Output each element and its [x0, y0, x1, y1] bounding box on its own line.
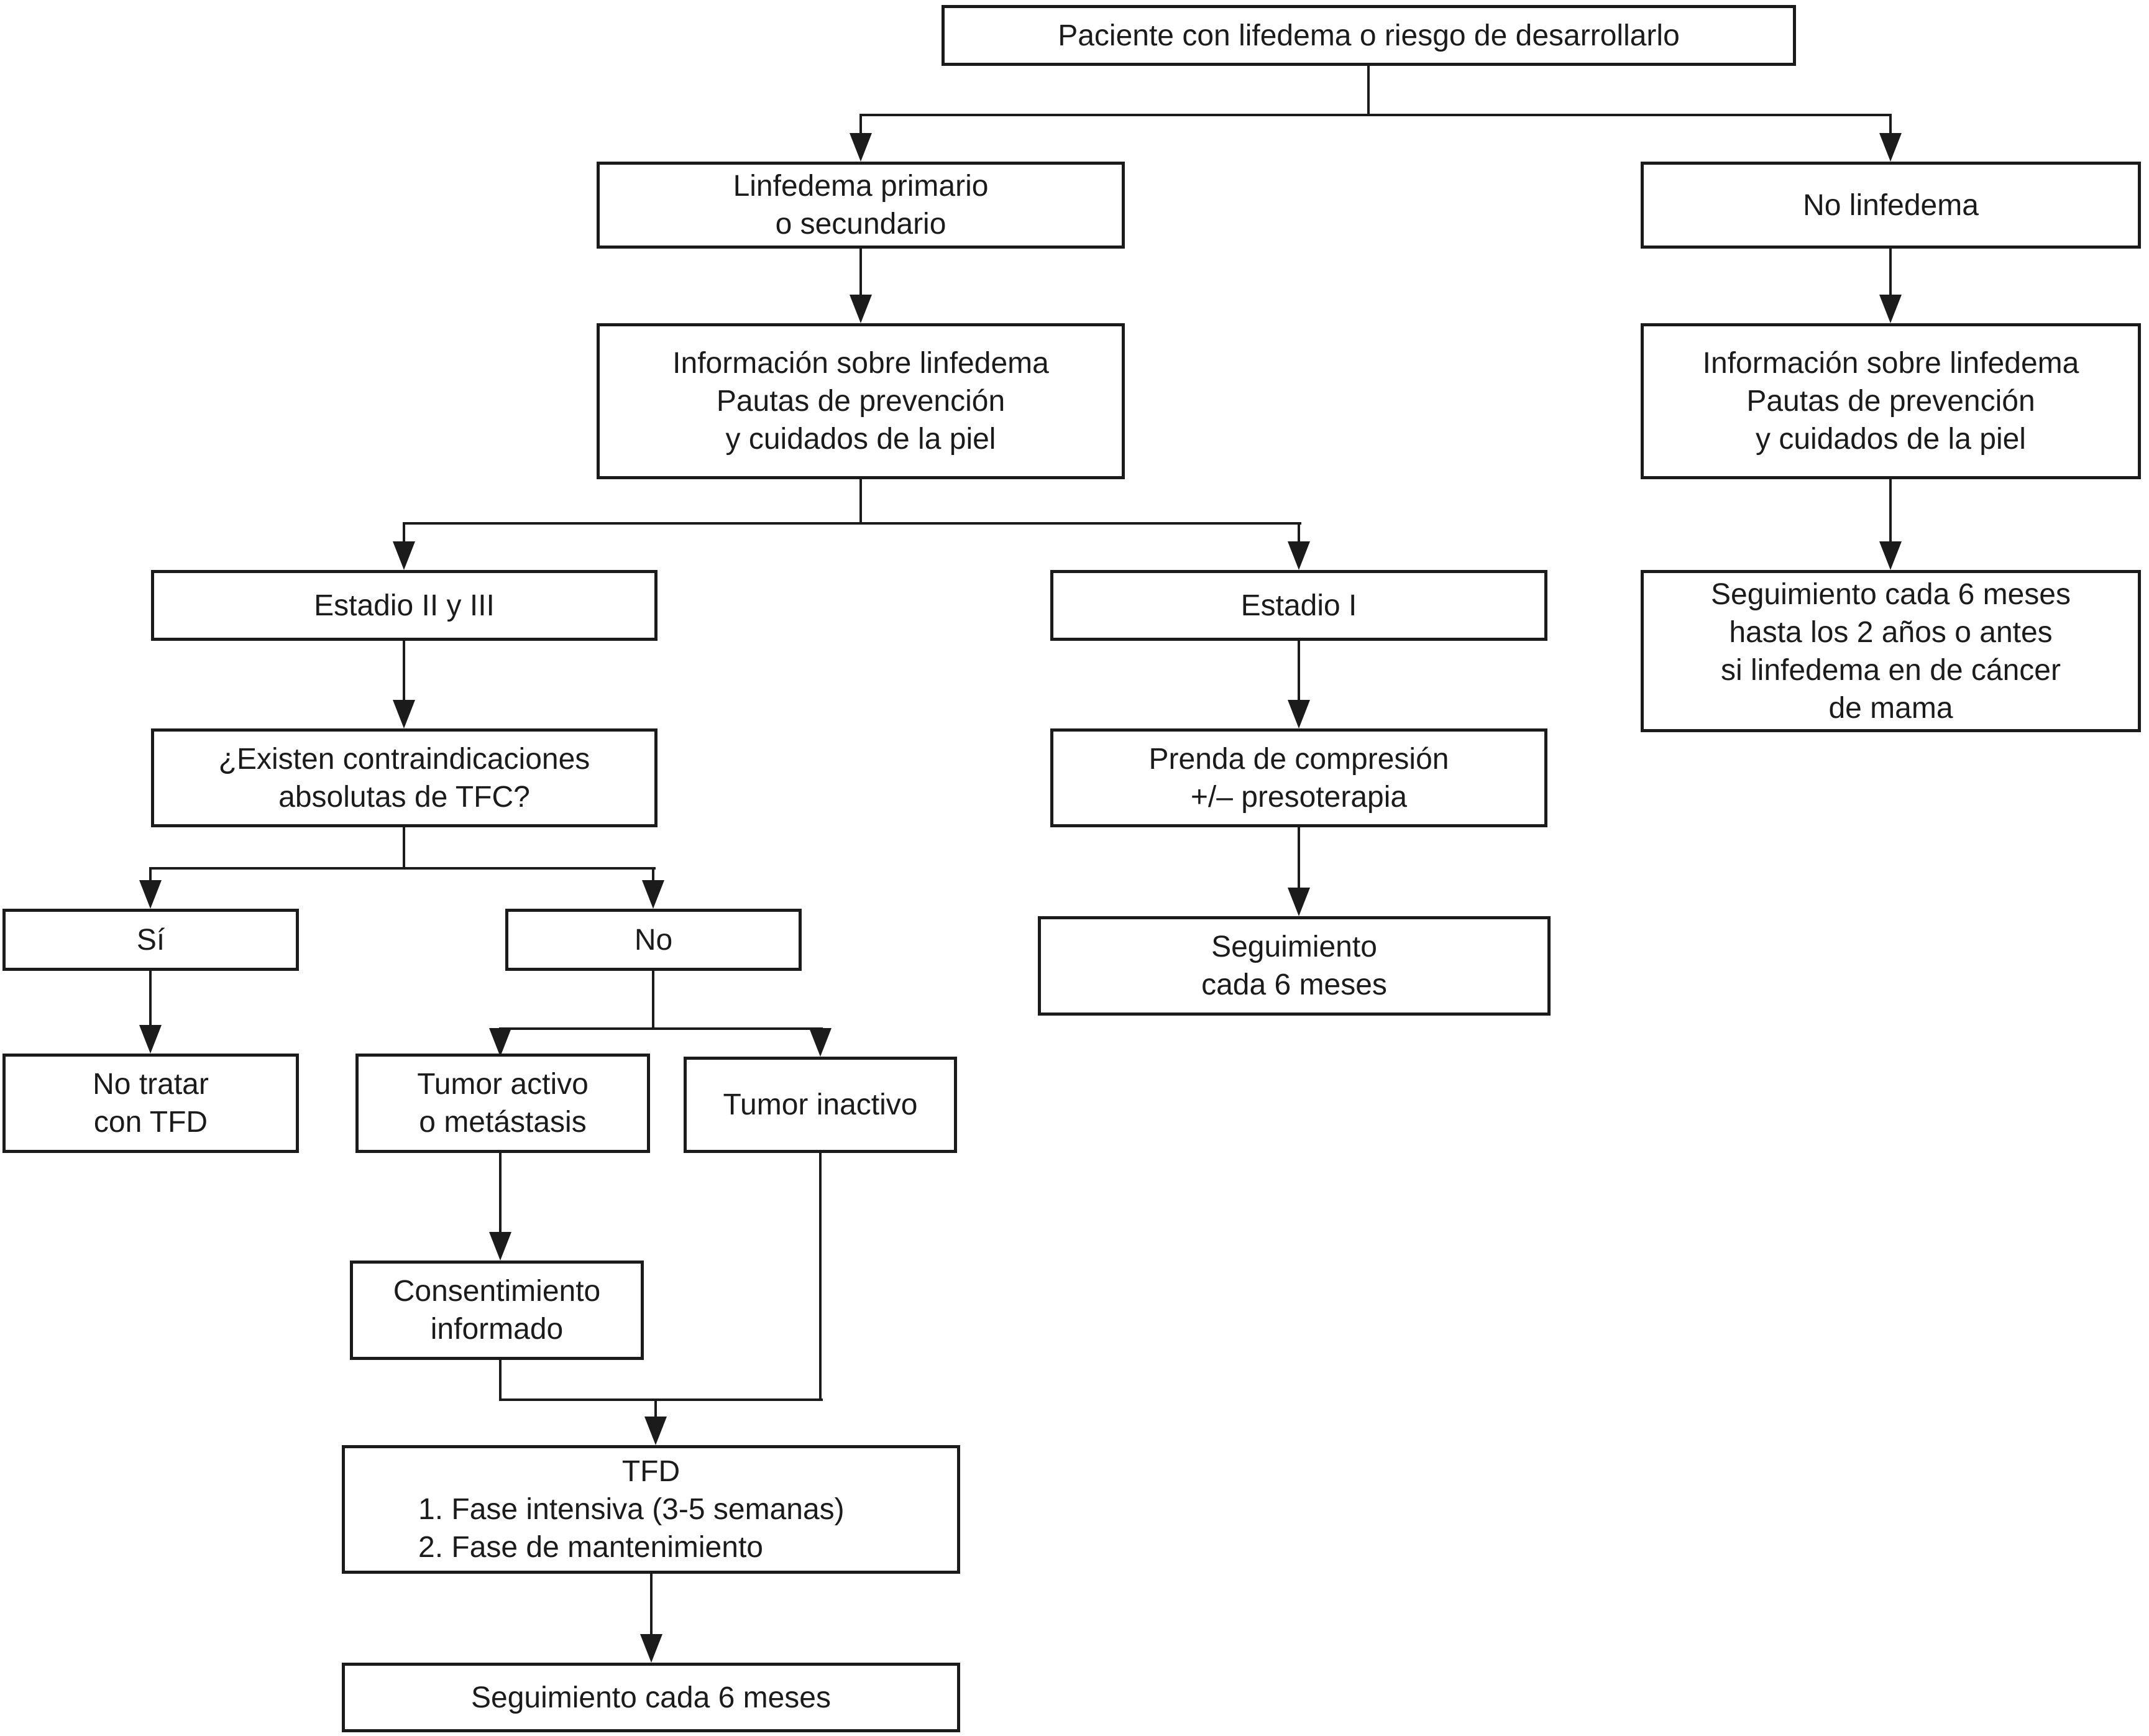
tfd-phase-1: 1. Fase intensiva (3-5 semanas)	[418, 1493, 845, 1526]
node-no: No	[505, 909, 802, 971]
connector-info-stem	[859, 479, 862, 522]
node-followup-mid: Seguimiento cada 6 meses	[1038, 916, 1551, 1016]
connector-question-stem	[403, 827, 405, 867]
node-patient: Paciente con lifedema o riesgo de desarr…	[942, 5, 1796, 66]
connector-no-stem	[652, 971, 654, 1027]
node-tfd: TFD 1. Fase intensiva (3-5 semanas) 2. F…	[342, 1445, 960, 1574]
arrow-to-no-icon	[642, 880, 664, 909]
connector-info-right-to-followup	[1889, 479, 1892, 541]
node-followup-right: Seguimiento cada 6 meses hasta los 2 año…	[1641, 570, 2141, 732]
connector-to-tfd	[654, 1398, 657, 1417]
node-compression-garment: Prenda de compresión +/– presoterapia	[1050, 728, 1547, 827]
connector-join-line	[499, 1398, 823, 1401]
connector-stage-branch	[403, 522, 1301, 525]
node-stage-1: Estadio I	[1050, 570, 1547, 641]
connector-to-yes	[149, 867, 152, 880]
connector-tfd-to-followup	[650, 1574, 653, 1635]
connector-patient-stem	[1367, 66, 1370, 115]
arrow-to-followup-right-icon	[1879, 541, 1902, 570]
connector-consent-stem	[499, 1360, 502, 1400]
node-information-left: Información sobre linfedema Pautas de pr…	[597, 323, 1125, 479]
connector-top-branch	[859, 114, 1892, 116]
arrow-to-info-left-icon	[850, 295, 872, 323]
connector-inactive-stem	[819, 1153, 822, 1400]
arrow-to-compression-icon	[1288, 700, 1310, 728]
tfd-title: TFD	[621, 1455, 680, 1488]
arrow-to-primary-icon	[850, 133, 872, 162]
node-lymphedema-primary-secondary: Linfedema primario o secundario	[597, 162, 1125, 249]
arrow-to-consent-icon	[489, 1232, 511, 1261]
connector-active-to-consent	[499, 1153, 502, 1232]
node-tumor-active: Tumor activo o metástasis	[355, 1054, 650, 1153]
arrow-to-yes-icon	[139, 880, 162, 909]
connector-to-primary	[859, 114, 862, 133]
tfd-phase-2: 2. Fase de mantenimiento	[418, 1531, 763, 1564]
connector-nolymph-to-info	[1889, 249, 1892, 295]
connector-yes-to-notreat	[149, 971, 152, 1025]
connector-compression-to-followup	[1298, 827, 1300, 888]
node-no-treat-tfd: No tratar con TFD	[2, 1054, 299, 1153]
connector-stage1-to-compression	[1298, 641, 1300, 700]
connector-stage23-to-question	[403, 641, 405, 700]
connector-to-no	[652, 867, 654, 880]
connector-tumor-branch	[499, 1027, 823, 1030]
node-followup-bottom: Seguimiento cada 6 meses	[342, 1663, 960, 1732]
node-tumor-inactive: Tumor inactivo	[684, 1057, 957, 1153]
arrow-to-question-icon	[393, 700, 415, 728]
arrow-to-notreat-icon	[139, 1025, 162, 1054]
connector-to-no-lymphedema	[1889, 114, 1892, 133]
arrow-to-tfd-icon	[644, 1417, 667, 1445]
arrow-to-info-right-icon	[1879, 295, 1902, 323]
node-contraindications-question: ¿Existen contraindicaciones absolutas de…	[151, 728, 658, 827]
arrow-to-stage1-icon	[1288, 541, 1310, 570]
connector-to-stage23	[403, 522, 405, 541]
arrow-to-stage23-icon	[393, 541, 415, 570]
arrow-to-tumor-active-icon	[489, 1028, 511, 1057]
node-information-right: Información sobre linfedema Pautas de pr…	[1641, 323, 2141, 479]
arrow-to-no-lymphedema-icon	[1879, 133, 1902, 162]
node-informed-consent: Consentimiento informado	[350, 1261, 644, 1360]
node-no-lymphedema: No linfedema	[1641, 162, 2141, 249]
node-yes: Sí	[2, 909, 299, 971]
arrow-to-tumor-inactive-icon	[809, 1028, 832, 1057]
arrow-to-followup-mid-icon	[1288, 888, 1310, 916]
connector-to-stage1	[1298, 522, 1300, 541]
connector-yesno-branch	[149, 867, 656, 870]
connector-primary-to-info	[859, 249, 862, 295]
arrow-to-followup-bottom-icon	[640, 1634, 662, 1663]
node-stage-2-3: Estadio II y III	[151, 570, 658, 641]
